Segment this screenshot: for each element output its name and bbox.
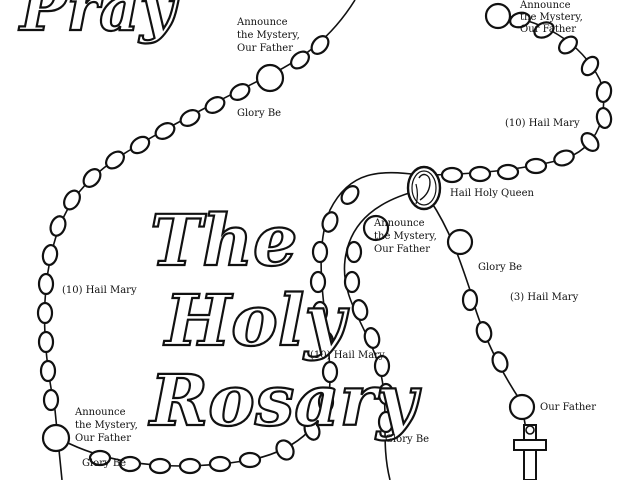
label-glory-be: Glory Be bbox=[237, 108, 281, 119]
bead-our-father bbox=[362, 214, 390, 242]
label-hail-mary-three: (3) Hail Mary bbox=[510, 292, 579, 303]
beads-center-loop bbox=[88, 185, 360, 475]
beads-inner-center bbox=[343, 240, 395, 434]
label-glory-be: Glory Be bbox=[82, 458, 126, 469]
label-announce-top-left: Announce the Mystery, Our Father bbox=[236, 17, 300, 54]
svg-text:Announce: Announce bbox=[373, 218, 425, 229]
bead-our-father bbox=[41, 423, 71, 453]
beads-pendant bbox=[461, 288, 509, 373]
label-hail-mary: (10) Hail Mary bbox=[310, 350, 385, 361]
title-line-2: Holy bbox=[163, 279, 349, 362]
label-our-father: Our Father bbox=[540, 402, 596, 413]
label-announce-center: Announce the Mystery, Our Father bbox=[373, 218, 437, 255]
svg-text:Our Father: Our Father bbox=[75, 433, 131, 444]
svg-text:the Mystery,: the Mystery, bbox=[520, 12, 583, 23]
label-glory-be: Glory Be bbox=[385, 434, 429, 445]
label-hail-mary: (10) Hail Mary bbox=[505, 118, 580, 129]
label-announce-top-right: Announce the Mystery, Our Father bbox=[519, 0, 583, 35]
bead-our-father bbox=[255, 63, 285, 93]
title-line-1: The bbox=[150, 199, 298, 282]
crucifix-icon bbox=[513, 424, 547, 480]
label-announce-bottom-left: Announce the Mystery, Our Father bbox=[74, 407, 138, 444]
mary-medal-icon bbox=[406, 165, 442, 211]
title-line-top: Pray bbox=[18, 0, 179, 45]
svg-text:the Mystery,: the Mystery, bbox=[374, 231, 437, 242]
label-glory-be: Glory Be bbox=[478, 262, 522, 273]
svg-text:Our Father: Our Father bbox=[520, 24, 576, 35]
svg-text:the Mystery,: the Mystery, bbox=[237, 30, 300, 41]
svg-text:Announce: Announce bbox=[74, 407, 126, 418]
beads-right-loop bbox=[440, 11, 613, 184]
label-hail-mary: (10) Hail Mary bbox=[62, 285, 137, 296]
title-line-3: Rosary bbox=[148, 359, 422, 442]
svg-text:the Mystery,: the Mystery, bbox=[75, 420, 138, 431]
bead-our-father bbox=[446, 228, 474, 256]
beads-left-loop bbox=[36, 35, 330, 412]
label-hail-holy-queen: Hail Holy Queen bbox=[450, 188, 535, 199]
svg-text:Our Father: Our Father bbox=[374, 244, 430, 255]
svg-text:Announce: Announce bbox=[236, 17, 288, 28]
chain-right-loop bbox=[419, 14, 605, 176]
bead-our-father bbox=[484, 2, 512, 30]
bead-our-father bbox=[508, 393, 536, 421]
svg-text:Our Father: Our Father bbox=[237, 43, 293, 54]
svg-text:Announce: Announce bbox=[519, 0, 571, 11]
